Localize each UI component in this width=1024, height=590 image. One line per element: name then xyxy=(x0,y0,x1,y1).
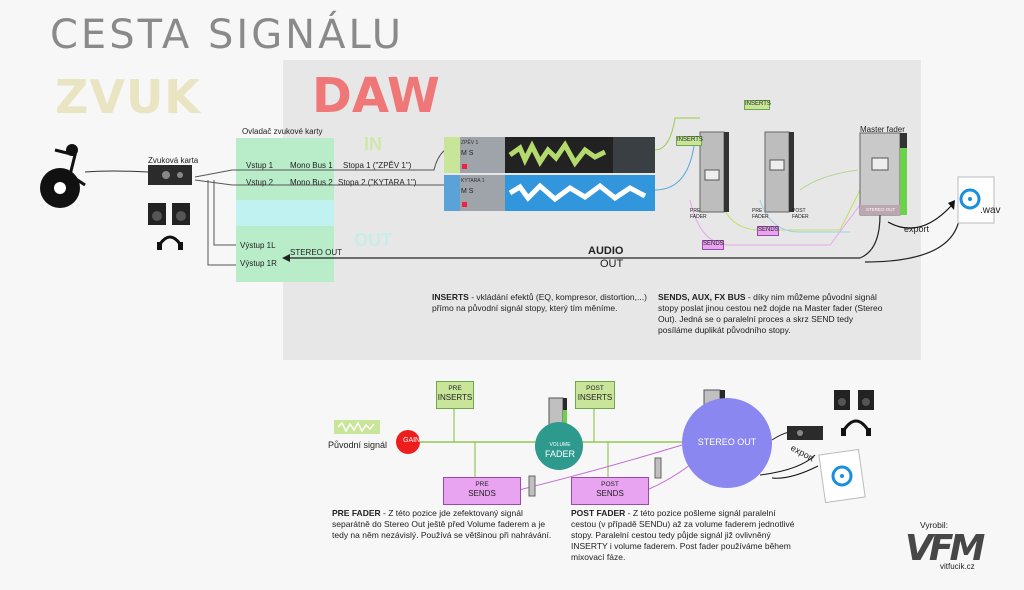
gain-node xyxy=(396,430,420,454)
export-label: export xyxy=(904,224,930,234)
site-url: vitfucik.cz xyxy=(940,562,975,571)
stereo-out-label: STEREO OUT xyxy=(290,248,343,257)
pre-fader-label-2: PRE FADER xyxy=(752,208,769,220)
pre-fader-label: PRE FADER xyxy=(690,208,707,220)
sound-card-label: Zvuková karta xyxy=(148,156,199,165)
track-1-route-label: Stopa 1 ("ZPĚV 1") xyxy=(343,161,412,170)
stereo-out-node xyxy=(682,398,772,488)
mixer-channel-strips xyxy=(699,131,907,216)
pre-sends-line2: SENDS xyxy=(468,489,496,498)
inserts-term: INSERTS xyxy=(432,292,469,302)
daw-tracks xyxy=(444,137,655,211)
record-player-icon xyxy=(40,144,86,208)
pre-inserts-box: PRE INSERTS xyxy=(436,381,474,409)
post-sends-box: POST SENDS xyxy=(571,477,649,505)
fader-label: FADER xyxy=(544,449,575,459)
wav-label: .wav xyxy=(980,205,1001,216)
vfm-logo: VFM xyxy=(905,528,985,569)
controller-caption: Ovladač zvukové karty xyxy=(242,127,323,136)
audio-label: AUDIO xyxy=(588,245,624,257)
post-fader-body: - Z této pozice pošleme signál paralelní… xyxy=(571,508,795,562)
audio-interface-icon-2 xyxy=(787,426,823,440)
monitor-speakers-icon xyxy=(148,203,190,225)
sends-term: SENDS, AUX, FX BUS xyxy=(658,292,746,302)
pre-sends-line1: PRE xyxy=(475,481,489,488)
sends-tag-2: SENDS xyxy=(757,226,779,236)
sends-body: - díky nim můžeme původní signál stopy p… xyxy=(658,292,883,335)
output-1r-label: Výstup 1R xyxy=(240,259,277,268)
track-1-mute-solo[interactable]: M S xyxy=(461,150,474,157)
monitor-speakers-icon-2 xyxy=(834,390,874,410)
pre-fader-body: - Z této pozice jde zefektovaný signál s… xyxy=(332,508,552,540)
master-fader-label: Master fader xyxy=(860,125,905,134)
headphones-icon xyxy=(157,235,183,250)
input-routing-block xyxy=(236,138,334,200)
post-sends-line2: SENDS xyxy=(596,489,624,498)
producer-label: Vyrobil: xyxy=(920,520,949,530)
wav-file-icon-2 xyxy=(818,448,866,504)
sends-tag: SENDS xyxy=(702,240,724,250)
audio-interface-icon xyxy=(148,165,192,185)
page-title: CESTA SIGNÁLU xyxy=(50,12,405,58)
pre-inserts-line2: INSERTS xyxy=(437,393,473,402)
gain-label: GAIN xyxy=(403,437,421,444)
post-inserts-line2: INSERTS xyxy=(577,393,613,402)
pre-fader-description: PRE FADER - Z této pozice jde zefektovan… xyxy=(332,508,554,541)
original-signal-icon xyxy=(334,420,380,434)
zvuk-heading: ZVUK xyxy=(55,70,201,124)
master-strip-label: STEREO OUT xyxy=(866,207,896,212)
wav-file-icon xyxy=(957,176,995,224)
in-label: IN xyxy=(364,134,382,154)
track-2-mute-solo[interactable]: M S xyxy=(461,188,474,195)
pre-fader-term: PRE FADER xyxy=(332,508,381,518)
post-inserts-line1: POST xyxy=(586,385,604,392)
inserts-body: - vkládání efektů (EQ, kompresor, distor… xyxy=(432,292,647,313)
output-routing-block xyxy=(236,226,334,282)
original-signal-label: Původní signál xyxy=(328,440,388,450)
volume-label: VOLUME xyxy=(549,442,571,448)
inserts-description: INSERTS - vkládání efektů (EQ, kompresor… xyxy=(432,292,647,314)
inserts-tag-top: INSERTS xyxy=(744,100,771,110)
audio-out-label: OUT xyxy=(600,258,624,270)
out-label: OUT xyxy=(354,230,392,250)
pre-sends-box: PRE SENDS xyxy=(443,477,521,505)
post-sends-line1: POST xyxy=(601,481,619,488)
volume-fader-node xyxy=(535,422,583,470)
headphones-icon-2 xyxy=(841,419,871,436)
routing-gap-block xyxy=(236,200,334,226)
track-1-name: ZPĚV 1 xyxy=(461,140,479,146)
post-fader-term: POST FADER xyxy=(571,508,626,518)
input-1-label: Vstup 1 xyxy=(246,161,274,170)
stereo-out-node-label: STEREO OUT xyxy=(697,437,757,447)
post-fader-description: POST FADER - Z této pozice pošleme signá… xyxy=(571,508,801,563)
track-2-name: KYTARA 1 xyxy=(461,178,485,184)
track-2-route-label: Stopa 2 ("KYTARA 1") xyxy=(338,178,417,187)
output-1l-label: Výstup 1L xyxy=(240,241,276,250)
bus-2-label: Mono Bus 2 xyxy=(290,178,333,187)
post-inserts-box: POST INSERTS xyxy=(575,381,615,409)
pre-inserts-line1: PRE xyxy=(448,385,462,392)
sends-description: SENDS, AUX, FX BUS - díky nim můžeme pův… xyxy=(658,292,886,336)
daw-heading: DAW xyxy=(312,68,440,124)
bus-1-label: Mono Bus 1 xyxy=(290,161,333,170)
inserts-tag: INSERTS xyxy=(676,136,703,146)
input-2-label: Vstup 2 xyxy=(246,178,274,187)
post-fader-label: POST FADER xyxy=(792,208,809,220)
